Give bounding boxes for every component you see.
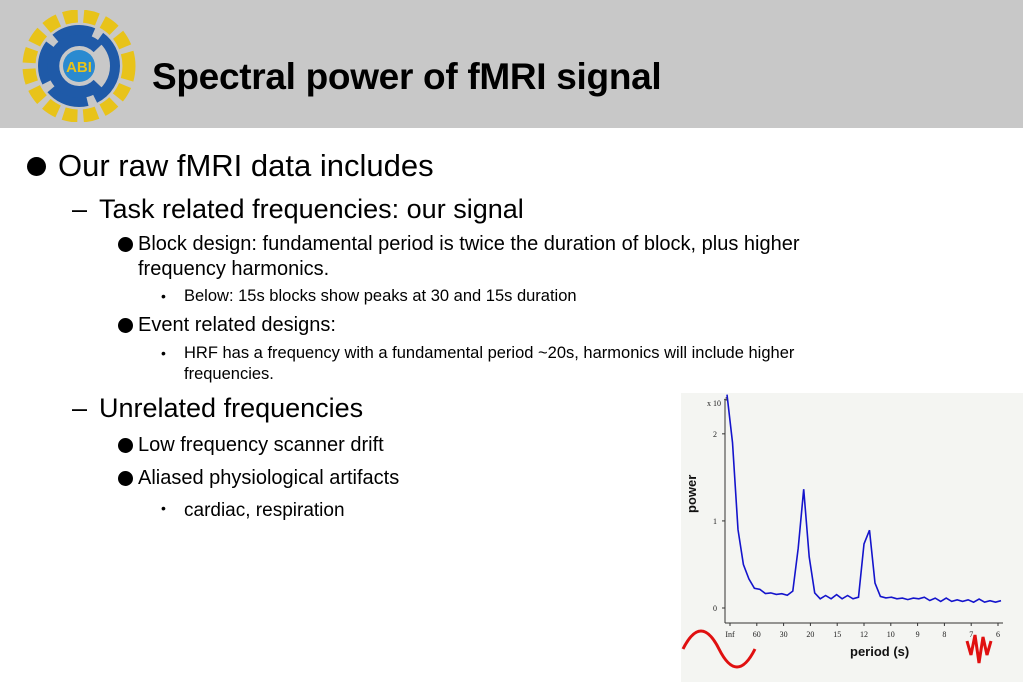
x-tick-label: 10 xyxy=(887,630,895,639)
y-multiplier: x 10 xyxy=(707,399,721,408)
dash-marker: – xyxy=(72,393,88,423)
y-axis-label: power xyxy=(684,475,699,513)
x-tick-label: 8 xyxy=(942,630,946,639)
bullet-hrf: HRF has a frequency with a fundamental p… xyxy=(184,344,795,362)
bullet-dot xyxy=(27,157,46,176)
x-tick-label: 20 xyxy=(806,630,814,639)
x-tick-label: 9 xyxy=(916,630,920,639)
bullet-dot xyxy=(118,471,133,486)
small-bullet: • xyxy=(161,500,166,516)
slow-wave-icon xyxy=(681,629,757,669)
bullet-hrf-cont: frequencies. xyxy=(184,365,274,383)
title-bar: ABI Spectral power of fMRI signal xyxy=(0,0,1023,128)
dash-marker: – xyxy=(72,194,88,224)
x-tick-label: 7 xyxy=(969,630,973,639)
bullet-task-related: Task related frequencies: our signal xyxy=(99,194,524,224)
x-tick-label: Inf xyxy=(725,630,735,639)
x-tick-label: 30 xyxy=(780,630,788,639)
bullet-15s-blocks: Below: 15s blocks show peaks at 30 and 1… xyxy=(184,287,577,305)
y-tick-label: 2 xyxy=(713,430,717,439)
small-bullet: • xyxy=(161,288,166,304)
bullet-raw-data: Our raw fMRI data includes xyxy=(58,148,434,183)
bullet-block-design-cont: frequency harmonics. xyxy=(138,258,330,280)
bullet-unrelated: Unrelated frequencies xyxy=(99,393,364,423)
bullet-cardiac: cardiac, respiration xyxy=(184,500,345,521)
x-tick-label: 15 xyxy=(833,630,841,639)
small-bullet: • xyxy=(161,345,166,361)
x-tick-label: 6 xyxy=(996,630,1000,639)
series-line xyxy=(726,394,1002,604)
x-axis-label: period (s) xyxy=(850,644,909,659)
bullet-block-design: Block design: fundamental period is twic… xyxy=(138,233,800,255)
bullet-aliased: Aliased physiological artifacts xyxy=(138,467,400,489)
logo-text: ABI xyxy=(66,59,92,76)
fast-wave-icon xyxy=(965,634,993,664)
bullet-dot xyxy=(118,237,133,252)
abi-logo: ABI xyxy=(22,10,136,122)
bullet-dot xyxy=(118,438,133,453)
y-tick-label: 1 xyxy=(713,517,717,526)
bullet-dot xyxy=(118,318,133,333)
x-tick-label: 12 xyxy=(860,630,868,639)
y-tick-label: 0 xyxy=(713,604,717,613)
bullet-event-related: Event related designs: xyxy=(138,314,336,336)
x-tick-label: 60 xyxy=(753,630,761,639)
bullet-scanner-drift: Low frequency scanner drift xyxy=(138,434,384,456)
slide-title: Spectral power of fMRI signal xyxy=(152,56,662,97)
y-exponent: 4 xyxy=(724,397,727,403)
